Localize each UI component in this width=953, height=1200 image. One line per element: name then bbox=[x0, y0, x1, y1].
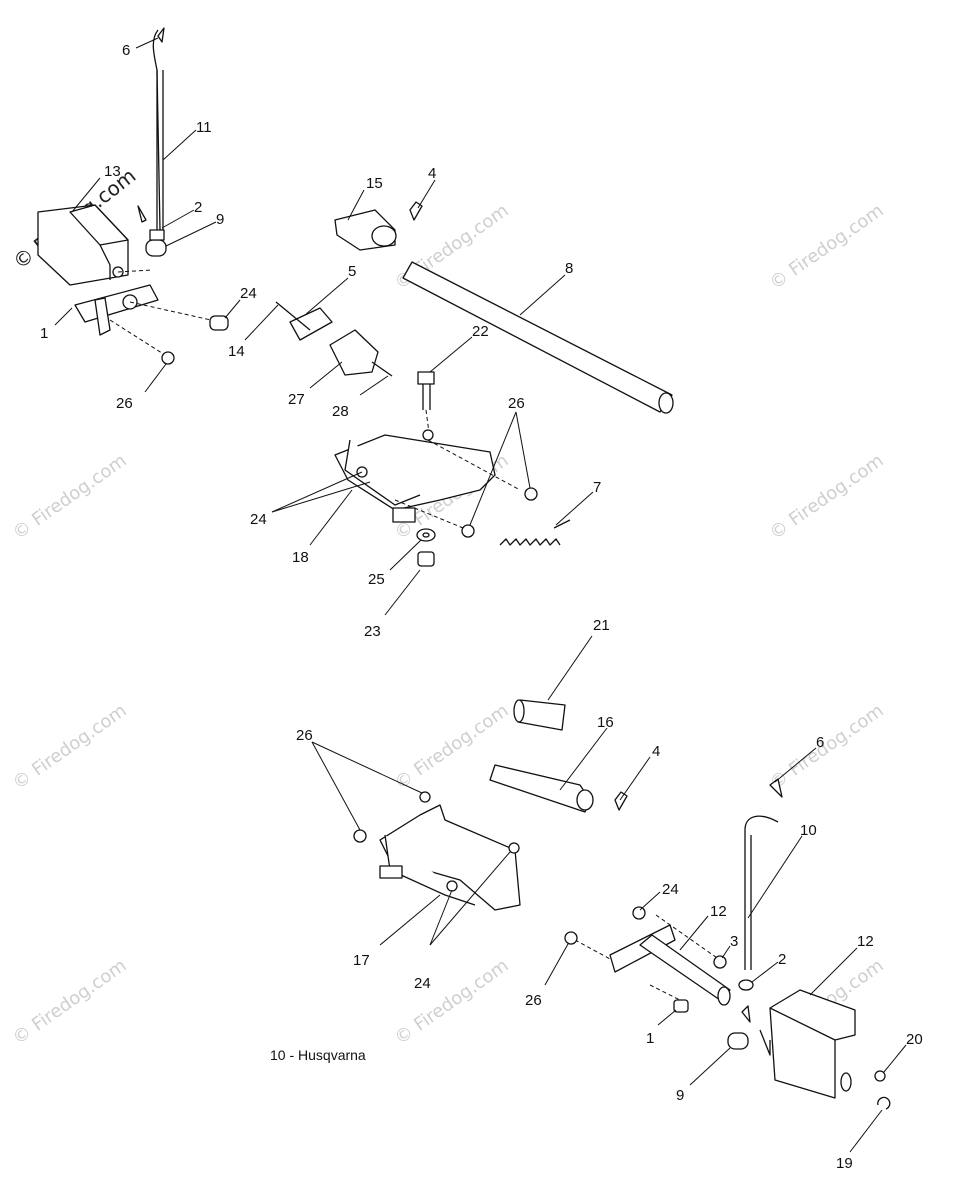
part-bracket-12b bbox=[759, 989, 856, 1099]
part-washer-25 bbox=[416, 528, 436, 542]
callout-label: 6 bbox=[122, 42, 130, 59]
part-bolt-1b bbox=[673, 999, 689, 1013]
callout-label: 18 bbox=[292, 549, 309, 566]
part-shaft-8 bbox=[402, 261, 674, 414]
part-bolt-24 bbox=[209, 315, 229, 331]
part-mount-plate-18 bbox=[334, 429, 521, 531]
callout-label: 4 bbox=[428, 165, 436, 182]
callout-label: 24 bbox=[250, 511, 267, 528]
callout-label: 21 bbox=[593, 617, 610, 634]
callout-label: 12 bbox=[710, 903, 727, 920]
callout-label: 26 bbox=[116, 395, 133, 412]
part-lever-plate-12 bbox=[574, 906, 731, 1006]
callout-label: 11 bbox=[196, 119, 212, 136]
callout-label: 17 bbox=[353, 952, 370, 969]
callout-label: 8 bbox=[565, 260, 573, 277]
part-spring-7 bbox=[499, 519, 571, 546]
part-collar-9 bbox=[145, 229, 167, 257]
callout-label: 13 bbox=[104, 163, 121, 180]
watermark: © Firedog.com bbox=[766, 450, 888, 544]
callout-label: 7 bbox=[593, 479, 601, 496]
part-bracket-13 bbox=[37, 204, 129, 286]
callout-label: 24 bbox=[662, 881, 679, 898]
callout-label: 1 bbox=[40, 325, 48, 342]
callout-label: 25 bbox=[368, 571, 385, 588]
watermark: © Firedog.com bbox=[766, 700, 888, 794]
callout-label: 5 bbox=[348, 263, 356, 280]
callout-label: 16 bbox=[597, 714, 614, 731]
callout-label: 2 bbox=[194, 199, 202, 216]
callout-label: 3 bbox=[730, 933, 738, 950]
part-nut-26b bbox=[461, 487, 538, 538]
part-collar-9b bbox=[727, 1005, 751, 1050]
callout-label: 26 bbox=[525, 992, 542, 1009]
callout-label: 2 bbox=[778, 951, 786, 968]
watermark: © Firedog.com bbox=[391, 955, 513, 1049]
part-lever-plate-1 bbox=[74, 266, 221, 356]
callout-label: 4 bbox=[652, 743, 660, 760]
callouts: 6 11 13 2 9 1 24 26 15 4 8 5 14 27 28 22 bbox=[40, 37, 923, 1172]
callout-label: 10 bbox=[800, 822, 817, 839]
callout-label: 1 bbox=[646, 1030, 654, 1047]
part-cotter-pin-6 bbox=[157, 27, 165, 43]
part-cotter-2b bbox=[738, 979, 754, 991]
callout-label: 12 bbox=[857, 933, 874, 950]
callout-label: 24 bbox=[414, 975, 431, 992]
callout-label: 26 bbox=[296, 727, 313, 744]
callout-label: 20 bbox=[906, 1031, 923, 1048]
part-clip-19 bbox=[877, 1096, 891, 1110]
callout-label: 24 bbox=[240, 285, 257, 302]
watermark: © Firedog.com bbox=[9, 955, 131, 1049]
callout-label: 6 bbox=[816, 734, 824, 751]
callout-label: 28 bbox=[332, 403, 349, 420]
callout-label: 23 bbox=[364, 623, 381, 640]
part-rod-10 bbox=[744, 815, 779, 970]
model-note: 10 - Husqvarna bbox=[270, 1047, 366, 1063]
callout-label: 14 bbox=[228, 343, 245, 360]
part-sleeve-21 bbox=[513, 699, 566, 731]
part-clevis-15 bbox=[334, 209, 397, 251]
part-nut-23 bbox=[417, 551, 435, 567]
callout-label: 19 bbox=[836, 1155, 853, 1172]
part-cotter-2 bbox=[137, 205, 147, 223]
part-nut-26c bbox=[564, 931, 578, 945]
part-pin-4b bbox=[614, 791, 628, 811]
part-bolt-22 bbox=[417, 371, 435, 441]
watermark: © Firedog.com bbox=[766, 200, 888, 294]
part-nut-26 bbox=[161, 351, 175, 365]
callout-label: 15 bbox=[366, 175, 383, 192]
part-arm-16 bbox=[489, 764, 594, 813]
callout-label: 22 bbox=[472, 323, 489, 340]
part-block-27 bbox=[329, 329, 393, 377]
part-nut-3 bbox=[713, 955, 727, 969]
part-cotter-pin-6b bbox=[769, 778, 783, 798]
callout-label: 9 bbox=[216, 211, 224, 228]
watermark: © Firedog.com bbox=[9, 450, 131, 544]
part-clamp-5 bbox=[275, 301, 333, 341]
part-mount-plate-17 bbox=[353, 791, 521, 911]
callout-label: 26 bbox=[508, 395, 525, 412]
part-rod-11 bbox=[152, 29, 164, 231]
part-nut-20 bbox=[874, 1070, 886, 1082]
callout-label: 9 bbox=[676, 1087, 684, 1104]
callout-label: 27 bbox=[288, 391, 305, 408]
watermark: © Firedog.com bbox=[9, 700, 131, 794]
